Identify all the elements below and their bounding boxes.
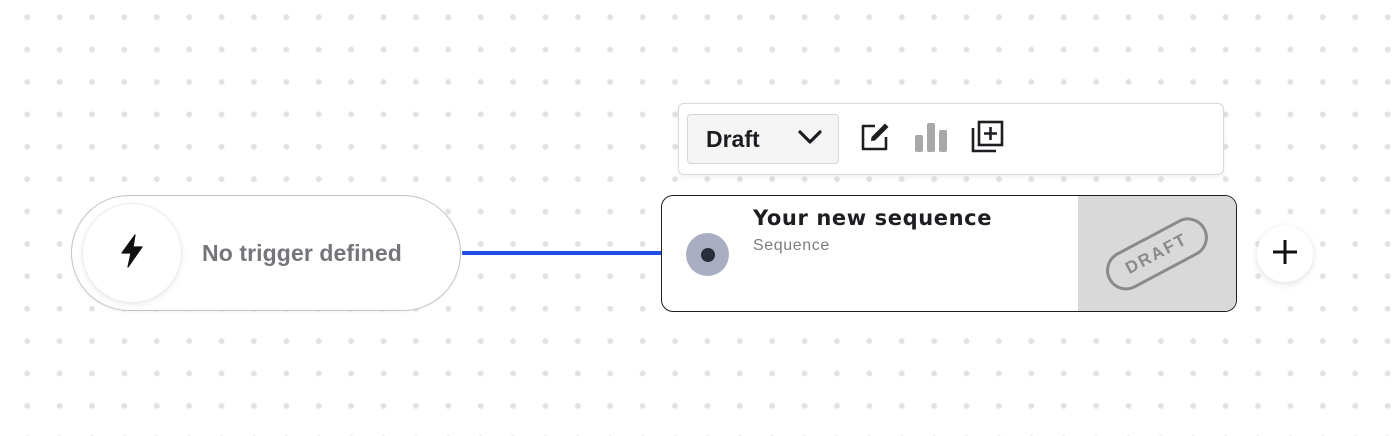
node-toolbar: Draft <box>678 103 1224 175</box>
trigger-icon-container <box>82 203 182 303</box>
draft-panel: DRAFT <box>1078 196 1236 311</box>
draft-stamp: DRAFT <box>1099 210 1215 297</box>
trigger-node[interactable]: No trigger defined <box>71 195 461 311</box>
edit-icon <box>859 121 891 158</box>
connector-line <box>462 251 662 255</box>
status-select-value: Draft <box>706 125 760 152</box>
chevron-down-icon <box>798 129 822 150</box>
sequence-node[interactable]: Your new sequence Sequence DRAFT <box>661 195 1237 312</box>
bar-chart-icon <box>914 121 948 158</box>
plus-icon <box>1271 238 1299 271</box>
duplicate-icon <box>970 120 1004 159</box>
lightning-bolt-icon <box>119 233 145 273</box>
status-dot-inner <box>700 247 715 262</box>
sequence-subtitle: Sequence <box>753 237 830 254</box>
trigger-label: No trigger defined <box>202 239 402 266</box>
add-step-button[interactable] <box>1257 226 1313 282</box>
status-select[interactable]: Draft <box>687 114 839 164</box>
duplicate-button[interactable] <box>967 119 1007 159</box>
sequence-title: Your new sequence <box>753 206 993 230</box>
edit-button[interactable] <box>855 119 895 159</box>
sequence-node-body: Your new sequence Sequence <box>662 196 1078 311</box>
analytics-button[interactable] <box>911 119 951 159</box>
status-dot-icon <box>686 233 729 276</box>
